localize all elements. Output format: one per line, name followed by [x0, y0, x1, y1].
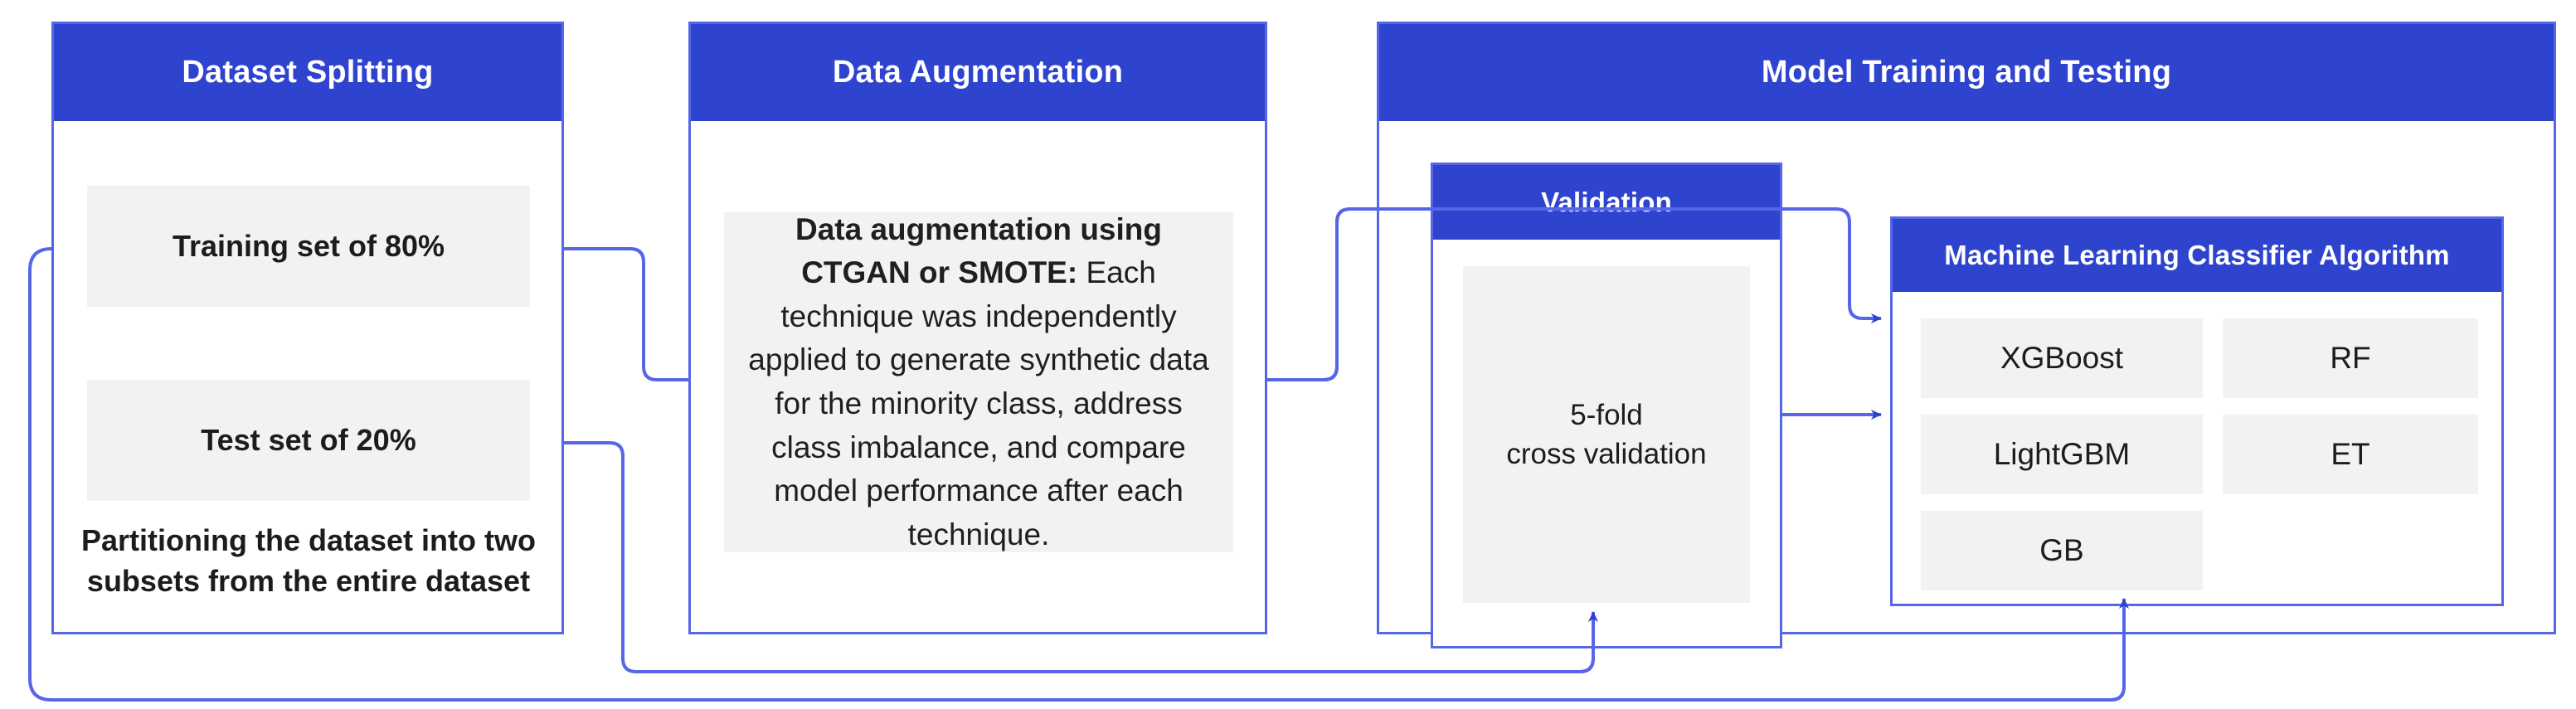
- panel-data-augmentation: Data Augmentation Data augmentation usin…: [688, 22, 1267, 634]
- augmentation-rest: Each technique was independently applied…: [748, 255, 1209, 551]
- box-training-set[interactable]: Training set of 80%: [87, 186, 530, 307]
- panel-model-training-title: Model Training and Testing: [1761, 55, 2172, 90]
- subpanel-ml-classifier: Machine Learning Classifier Algorithm XG…: [1890, 216, 2504, 606]
- panel-model-training-and-testing: Model Training and Testing Validation 5-…: [1377, 22, 2556, 648]
- box-cross-validation-line1: 5-fold: [1570, 398, 1643, 431]
- box-algorithm-et[interactable]: ET: [2223, 415, 2478, 494]
- box-algorithm-rf-label: RF: [2330, 341, 2371, 375]
- panel-dataset-splitting: Dataset Splitting Training set of 80% Te…: [51, 22, 564, 634]
- box-cross-validation-line2: cross validation: [1506, 438, 1707, 470]
- box-algorithm-lightgbm-label: LightGBM: [1993, 437, 2131, 471]
- subpanel-ml-classifier-header: Machine Learning Classifier Algorithm: [1893, 219, 2501, 292]
- box-algorithm-gb-label: GB: [2039, 533, 2084, 567]
- subpanel-validation-header: Validation: [1433, 165, 1780, 240]
- box-algorithm-rf[interactable]: RF: [2223, 318, 2478, 398]
- box-test-set[interactable]: Test set of 20%: [87, 380, 530, 501]
- subpanel-validation-title: Validation: [1541, 187, 1672, 217]
- panel-model-training-body: Validation 5-fold cross validation Machi…: [1379, 121, 2554, 648]
- box-cross-validation[interactable]: 5-fold cross validation: [1463, 266, 1750, 603]
- subpanel-ml-classifier-title: Machine Learning Classifier Algorithm: [1944, 240, 2450, 270]
- box-algorithm-gb[interactable]: GB: [1921, 511, 2203, 590]
- caption-partitioning-text: Partitioning the dataset into two subset…: [81, 523, 536, 598]
- panel-dataset-splitting-body: Training set of 80% Test set of 20% Part…: [54, 121, 561, 632]
- box-algorithm-et-label: ET: [2331, 437, 2370, 471]
- box-augmentation-description[interactable]: Data augmentation using CTGAN or SMOTE: …: [724, 212, 1233, 552]
- panel-model-training-header: Model Training and Testing: [1379, 24, 2554, 121]
- panel-dataset-splitting-title: Dataset Splitting: [182, 55, 434, 90]
- panel-data-augmentation-body: Data augmentation using CTGAN or SMOTE: …: [691, 121, 1265, 632]
- subpanel-ml-classifier-body: XGBoost RF LightGBM ET GB: [1893, 292, 2501, 604]
- box-algorithm-lightgbm[interactable]: LightGBM: [1921, 415, 2203, 494]
- caption-partitioning: Partitioning the dataset into two subset…: [66, 521, 552, 601]
- box-algorithm-xgboost[interactable]: XGBoost: [1921, 318, 2203, 398]
- panel-dataset-splitting-header: Dataset Splitting: [54, 24, 561, 121]
- panel-data-augmentation-header: Data Augmentation: [691, 24, 1265, 121]
- augmentation-lead: Data augmentation using CTGAN or SMOTE:: [795, 211, 1162, 290]
- subpanel-validation: Validation 5-fold cross validation: [1431, 163, 1782, 648]
- augmentation-description-text: Data augmentation using CTGAN or SMOTE: …: [724, 208, 1233, 556]
- panel-data-augmentation-title: Data Augmentation: [832, 55, 1124, 90]
- box-test-set-label: Test set of 20%: [201, 423, 416, 457]
- box-algorithm-xgboost-label: XGBoost: [2000, 341, 2124, 375]
- subpanel-validation-body: 5-fold cross validation: [1433, 240, 1780, 646]
- box-training-set-label: Training set of 80%: [172, 229, 445, 263]
